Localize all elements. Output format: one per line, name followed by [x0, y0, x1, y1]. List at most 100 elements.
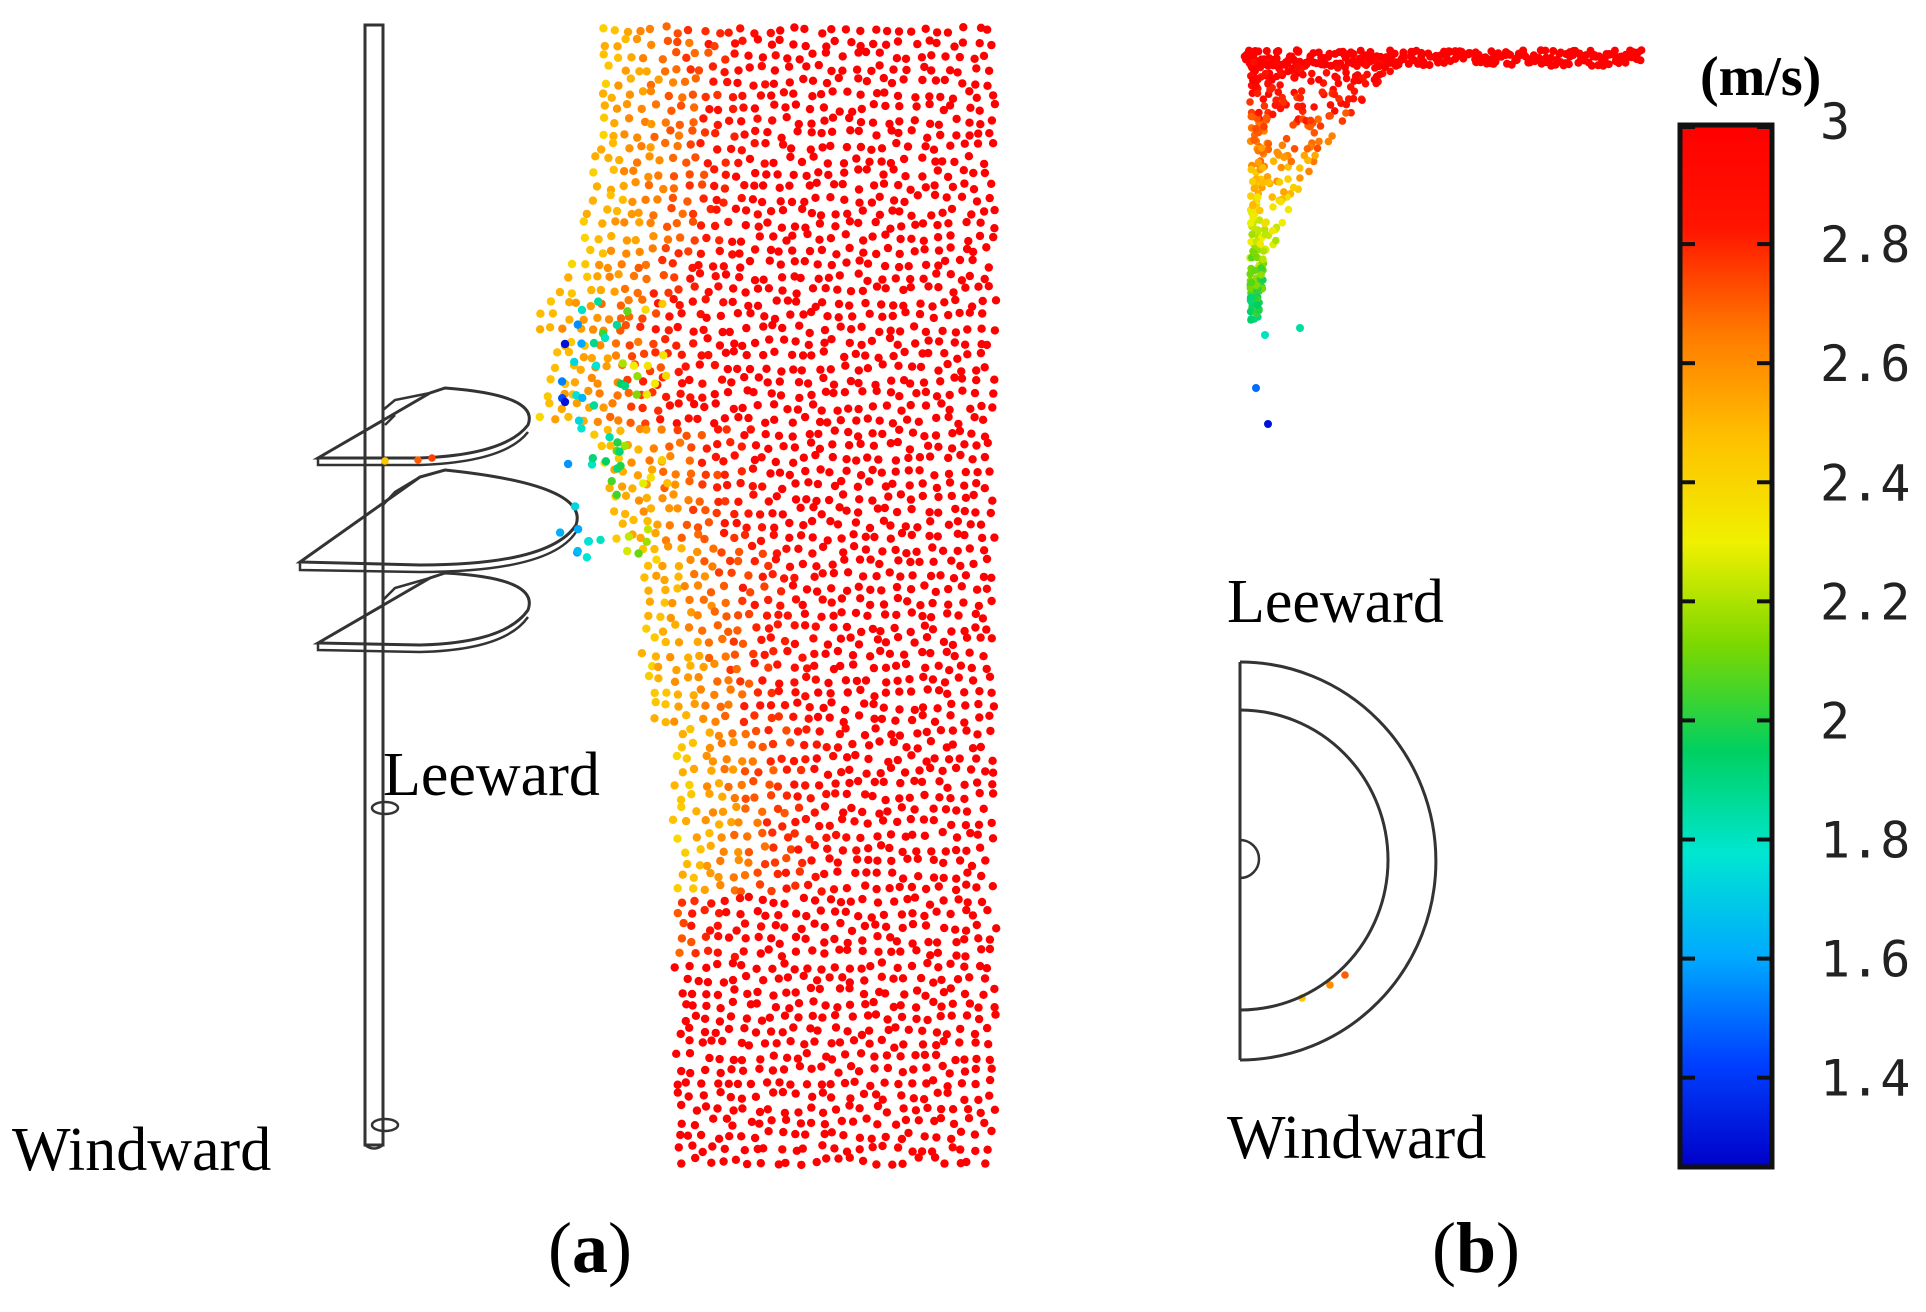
particle: [666, 613, 675, 623]
particle: [1289, 183, 1298, 192]
particle: [886, 439, 895, 448]
panel-a: Leeward Windward (a): [12, 22, 1001, 1288]
particle: [716, 311, 726, 321]
particle: [850, 1077, 859, 1087]
particle: [872, 25, 881, 34]
particle: [1252, 125, 1260, 133]
particle: [744, 679, 754, 688]
particle: [925, 36, 934, 45]
particle: [675, 120, 684, 130]
particle: [599, 403, 608, 412]
particle: [705, 829, 714, 838]
particle: [865, 157, 874, 166]
particle: [1262, 113, 1271, 122]
particle: [948, 726, 958, 735]
particle: [662, 222, 672, 231]
particle: [823, 770, 833, 779]
particle: [749, 81, 758, 90]
particle: [710, 690, 719, 700]
particle: [936, 130, 945, 140]
particle: [670, 781, 679, 790]
particle: [799, 521, 808, 530]
particle: [906, 585, 916, 594]
particle: [969, 490, 978, 500]
particle: [796, 1119, 806, 1128]
particle: [974, 934, 983, 943]
particle: [844, 427, 853, 437]
particle: [835, 984, 845, 993]
particle: [848, 1012, 857, 1021]
particle: [918, 491, 927, 501]
particle: [701, 506, 710, 515]
particle: [950, 651, 959, 661]
particle: [897, 1091, 906, 1100]
particle: [576, 365, 585, 374]
particle: [672, 419, 681, 428]
particle: [810, 572, 819, 581]
particle: [920, 790, 929, 800]
colorbar-gradient: [1677, 122, 1775, 1170]
particle: [754, 373, 763, 382]
particle: [634, 445, 643, 454]
particle-field-a: [381, 22, 1001, 1170]
particle: [760, 842, 770, 851]
particle: [809, 997, 818, 1006]
particle: [747, 541, 757, 551]
wake-particle: [584, 537, 593, 546]
particle: [896, 572, 905, 581]
particle: [808, 92, 817, 101]
particle: [958, 38, 968, 47]
particle: [687, 443, 696, 452]
particle: [972, 883, 981, 892]
particle: [750, 600, 759, 610]
particle: [609, 165, 618, 174]
particle: [880, 503, 889, 513]
particle: [860, 731, 870, 740]
particle: [948, 640, 958, 650]
particle: [847, 325, 856, 334]
particle: [820, 1129, 829, 1139]
particle: [955, 754, 964, 763]
particle: [708, 262, 718, 271]
particle: [938, 326, 947, 336]
particle: [627, 209, 636, 219]
particle: [972, 366, 981, 375]
particle: [947, 627, 956, 636]
particle: [932, 907, 941, 916]
particle: [965, 999, 975, 1008]
particle: [966, 103, 975, 113]
particle: [952, 114, 961, 124]
particle: [868, 232, 877, 241]
particle: [983, 438, 992, 448]
particle: [817, 965, 826, 974]
particle: [929, 855, 938, 865]
particle: [1386, 67, 1394, 76]
particle: [764, 624, 774, 633]
wake-particle: [650, 379, 660, 388]
particle: [677, 898, 687, 907]
particle: [873, 635, 883, 644]
particle: [827, 1055, 837, 1064]
particle: [907, 715, 917, 725]
particle: [772, 1039, 781, 1048]
particle: [587, 353, 596, 363]
particle: [752, 999, 761, 1008]
wake-particle: [577, 305, 587, 315]
particle: [934, 246, 944, 255]
particle: [671, 470, 680, 479]
particle: [605, 272, 614, 281]
particle: [932, 269, 941, 278]
particle: [711, 129, 720, 138]
particle: [701, 27, 710, 36]
particle: [628, 197, 637, 207]
particle: [816, 365, 825, 374]
colorbar-tick-label: 1.4: [1820, 1050, 1910, 1108]
particle: [879, 910, 889, 920]
particle: [941, 52, 950, 61]
particle: [851, 349, 860, 359]
particle: [791, 932, 801, 942]
particle: [848, 651, 858, 660]
particle: [685, 38, 694, 48]
particle: [936, 726, 946, 735]
particle: [797, 157, 807, 167]
